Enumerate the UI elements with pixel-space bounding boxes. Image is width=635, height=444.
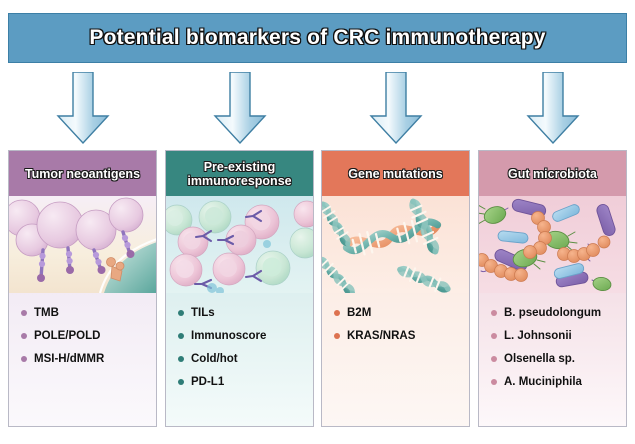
dna-helix-illustration bbox=[322, 196, 469, 293]
immune-cells-illustration bbox=[166, 196, 313, 293]
page-title: Potential biomarkers of CRC immunotherap… bbox=[89, 26, 546, 49]
column-body-gene-mutations: B2M KRAS/NRAS bbox=[322, 196, 469, 426]
list-item: Cold/hot bbox=[178, 353, 313, 365]
column-pre-existing-immunoresponse: Pre-existing immunoresponse bbox=[165, 150, 314, 427]
bullet-label: MSI-H/dMMR bbox=[34, 353, 105, 365]
bullet-list-pre-existing-immunoresponse: TILs Immunoscore Cold/hot PD-L1 bbox=[166, 293, 313, 426]
bullet-list-gene-mutations: B2M KRAS/NRAS bbox=[322, 293, 469, 426]
bullet-dot-icon bbox=[178, 356, 184, 362]
column-header-label: Pre-existing immunoresponse bbox=[187, 160, 291, 188]
arrow-to-gene-mutations bbox=[369, 71, 423, 145]
bullet-label: TILs bbox=[191, 307, 215, 319]
bullet-dot-icon bbox=[21, 356, 27, 362]
column-gene-mutations: Gene mutations bbox=[321, 150, 470, 427]
list-item: Immunoscore bbox=[178, 330, 313, 342]
arrow-to-pre-existing-immunoresponse bbox=[213, 71, 267, 145]
column-tumor-neoantigens: Tumor neoantigens bbox=[8, 150, 157, 427]
list-item: L. Johnsonii bbox=[491, 330, 626, 342]
arrow-to-gut-microbiota bbox=[526, 71, 580, 145]
bullet-list-gut-microbiota: B. pseudolongum L. Johnsonii Olsenella s… bbox=[479, 293, 626, 426]
arrow-to-tumor-neoantigens bbox=[56, 71, 110, 145]
bullet-dot-icon bbox=[178, 333, 184, 339]
bullet-label: PD-L1 bbox=[191, 376, 225, 388]
bullet-dot-icon bbox=[491, 379, 497, 385]
column-header-label-line2: immunoresponse bbox=[187, 173, 292, 188]
bullet-label: POLE/POLD bbox=[34, 330, 101, 342]
list-item: POLE/POLD bbox=[21, 330, 156, 342]
bullet-label: Olsenella sp. bbox=[504, 353, 575, 365]
bullet-label: B2M bbox=[347, 307, 372, 319]
list-item: A. Muciniphila bbox=[491, 376, 626, 388]
column-body-pre-existing-immunoresponse: TILs Immunoscore Cold/hot PD-L1 bbox=[166, 196, 313, 426]
column-header-tumor-neoantigens: Tumor neoantigens bbox=[9, 151, 156, 196]
list-item: B2M bbox=[334, 307, 469, 319]
list-item: TILs bbox=[178, 307, 313, 319]
figure-title-banner: Potential biomarkers of CRC immunotherap… bbox=[8, 13, 627, 63]
bullet-dot-icon bbox=[491, 310, 497, 316]
list-item: PD-L1 bbox=[178, 376, 313, 388]
bullet-dot-icon bbox=[178, 310, 184, 316]
bullet-label: KRAS/NRAS bbox=[347, 330, 416, 342]
column-header-pre-existing-immunoresponse: Pre-existing immunoresponse bbox=[166, 151, 313, 196]
column-header-label: Gut microbiota bbox=[508, 166, 597, 181]
bullet-label: L. Johnsonii bbox=[504, 330, 572, 342]
gut-bacteria-illustration bbox=[479, 196, 626, 293]
tumor-cells-illustration bbox=[9, 196, 156, 293]
column-header-label: Tumor neoantigens bbox=[24, 166, 141, 181]
bullet-label: B. pseudolongum bbox=[504, 307, 602, 319]
bullet-label: Cold/hot bbox=[191, 353, 238, 365]
column-header-label: Gene mutations bbox=[348, 166, 443, 181]
bullet-label: Immunoscore bbox=[191, 330, 267, 342]
bullet-dot-icon bbox=[491, 356, 497, 362]
bullet-dot-icon bbox=[21, 310, 27, 316]
bullet-label: TMB bbox=[34, 307, 59, 319]
bullet-dot-icon bbox=[21, 333, 27, 339]
bullet-list-tumor-neoantigens: TMB POLE/POLD MSI-H/dMMR bbox=[9, 293, 156, 426]
column-body-gut-microbiota: B. pseudolongum L. Johnsonii Olsenella s… bbox=[479, 196, 626, 426]
list-item: B. pseudolongum bbox=[491, 307, 626, 319]
column-header-label-line1: Pre-existing bbox=[203, 159, 276, 174]
bullet-label: A. Muciniphila bbox=[504, 376, 582, 388]
column-header-gene-mutations: Gene mutations bbox=[322, 151, 469, 196]
bullet-dot-icon bbox=[491, 333, 497, 339]
list-item: KRAS/NRAS bbox=[334, 330, 469, 342]
bullet-dot-icon bbox=[334, 310, 340, 316]
list-item: TMB bbox=[21, 307, 156, 319]
bullet-dot-icon bbox=[334, 333, 340, 339]
column-header-gut-microbiota: Gut microbiota bbox=[479, 151, 626, 196]
column-gut-microbiota: Gut microbiota bbox=[478, 150, 627, 427]
bullet-dot-icon bbox=[178, 379, 184, 385]
column-body-tumor-neoantigens: TMB POLE/POLD MSI-H/dMMR bbox=[9, 196, 156, 426]
list-item: Olsenella sp. bbox=[491, 353, 626, 365]
list-item: MSI-H/dMMR bbox=[21, 353, 156, 365]
